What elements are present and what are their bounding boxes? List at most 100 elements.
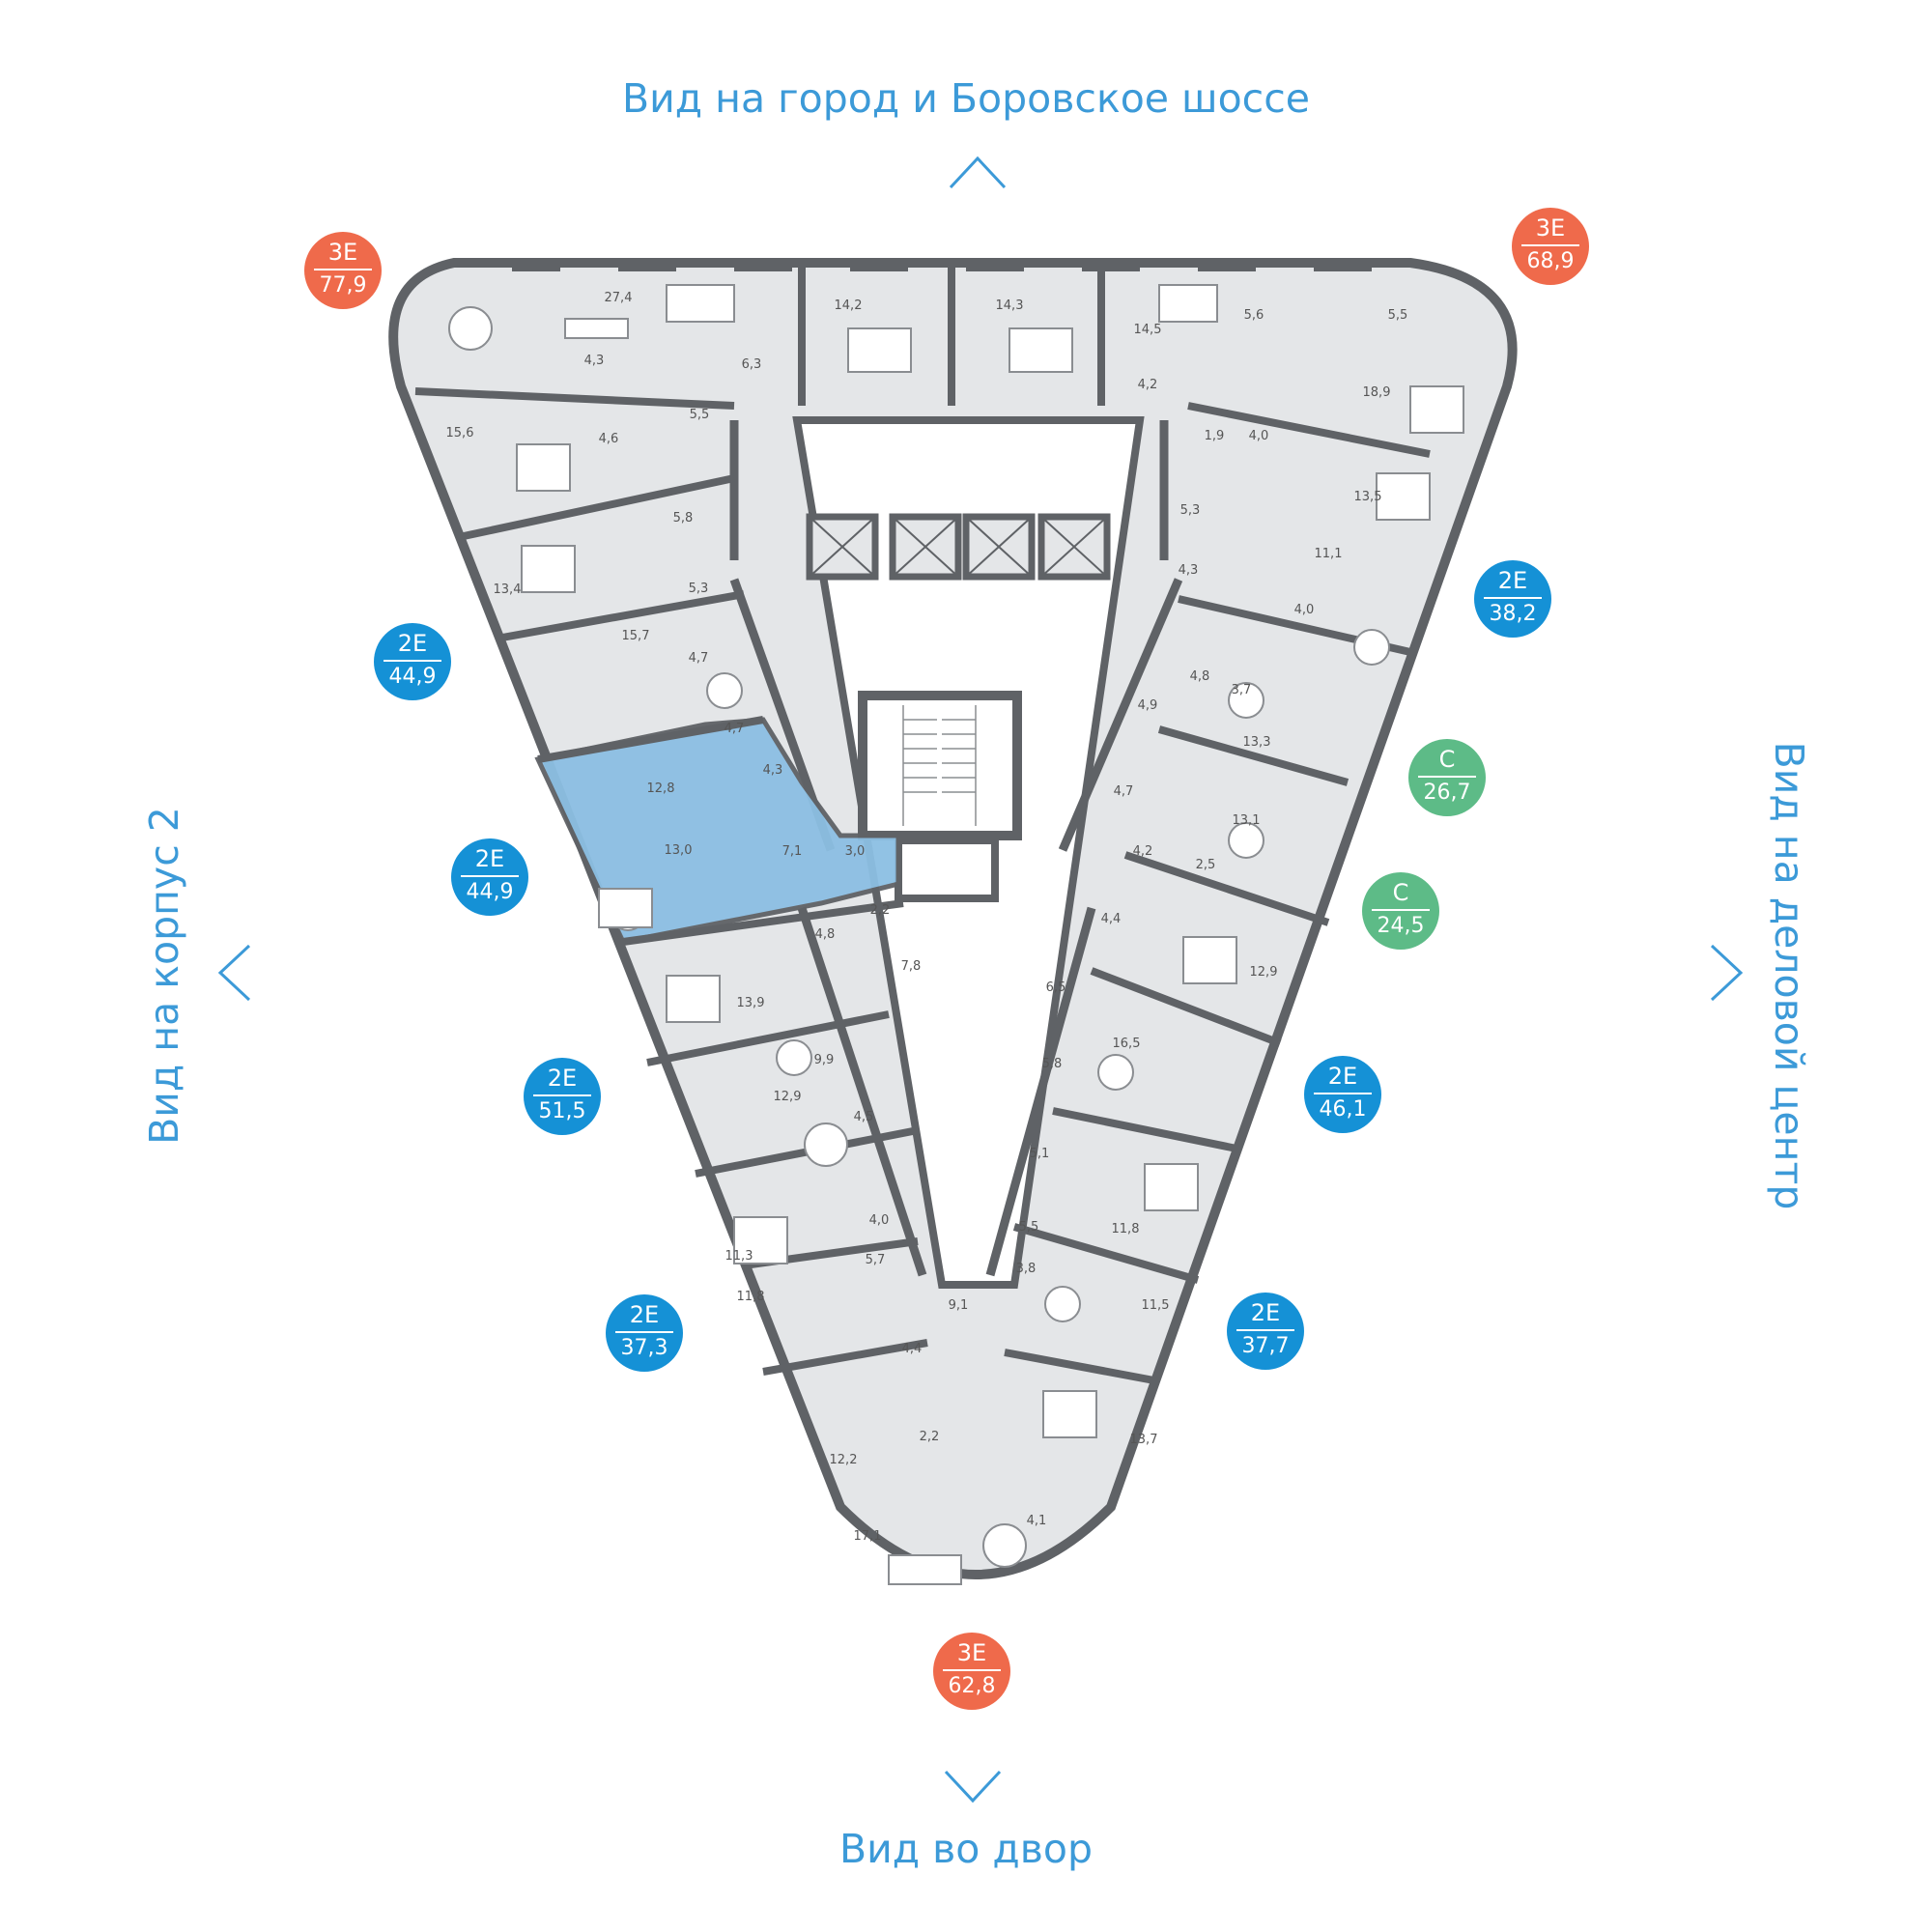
apartment-badge[interactable]: 2E 51,5	[524, 1058, 601, 1135]
room-area-label: 1,9	[1205, 429, 1225, 443]
badge-divider	[461, 875, 519, 877]
room-area-label: 4,7	[689, 651, 709, 666]
badge-divider	[615, 1331, 673, 1333]
room-area-label: 11,5	[1142, 1298, 1170, 1313]
room-area-label: 5,1	[1030, 1147, 1050, 1161]
room-area-label: 5,8	[673, 511, 694, 526]
badge-divider	[384, 660, 441, 662]
apartment-area: 46,1	[1319, 1097, 1367, 1122]
apartment-badge[interactable]: 2E 46,1	[1304, 1056, 1381, 1133]
apartment-area: 51,5	[538, 1099, 586, 1123]
room-area-label: 3,8	[1016, 1262, 1037, 1276]
apartment-type: 2E	[547, 1065, 578, 1092]
badge-divider	[943, 1669, 1001, 1671]
room-area-label: 11,8	[1112, 1222, 1140, 1236]
room-area-label: 12,9	[774, 1090, 802, 1104]
apartment-type: 3E	[1535, 214, 1566, 242]
room-area-label: 2,5	[1196, 858, 1216, 872]
arrow-up-icon[interactable]	[947, 153, 1009, 191]
apartment-badge[interactable]: 3E 77,9	[304, 232, 382, 309]
apartment-area: 44,9	[388, 665, 437, 689]
apartment-type: 2E	[629, 1301, 660, 1328]
room-area-label: 4,2	[1138, 378, 1158, 392]
apartment-badge[interactable]: 3E 68,9	[1512, 208, 1589, 285]
room-area-label: 3,7	[1232, 683, 1252, 697]
apartment-type: 2E	[397, 630, 428, 657]
apartment-type: 2E	[1497, 567, 1528, 594]
room-area-label: 13,9	[737, 996, 765, 1010]
room-area-label: 4,8	[1190, 669, 1210, 684]
badge-divider	[1484, 597, 1542, 599]
room-area-label: 4,4	[902, 1342, 923, 1356]
arrow-down-icon[interactable]	[942, 1768, 1004, 1806]
room-area-label: 14,2	[835, 298, 863, 313]
apartment-area: 37,3	[620, 1336, 668, 1360]
apartment-type: 2E	[474, 845, 505, 872]
stair-core	[858, 691, 1022, 840]
apartment-area: 62,8	[948, 1674, 996, 1698]
room-area-label: 14,5	[1134, 323, 1162, 337]
room-area-label: 9,1	[949, 1298, 969, 1313]
apartment-area: 38,2	[1489, 602, 1537, 626]
room-area-label: 13,5	[1354, 490, 1382, 504]
elevators	[806, 513, 1111, 581]
apartment-area: 26,7	[1423, 781, 1471, 805]
apartment-type: 2E	[1250, 1299, 1281, 1326]
room-area-label: 11,8	[737, 1290, 765, 1304]
room-area-label: 13,3	[1243, 735, 1271, 750]
room-area-label: 13,4	[494, 582, 522, 597]
room-area-label: 11,1	[1315, 547, 1343, 561]
apartment-badge[interactable]: 2E 37,7	[1227, 1293, 1304, 1370]
room-area-label: 2,2	[870, 903, 891, 918]
apartment-type: 3E	[327, 239, 358, 266]
room-area-label: 12,9	[1250, 965, 1278, 980]
apartment-type: 3E	[956, 1639, 987, 1666]
room-area-label: 4,6	[599, 432, 619, 446]
apartment-type: C	[1438, 746, 1456, 773]
badge-divider	[533, 1094, 591, 1096]
apartment-badge[interactable]: 2E 37,3	[606, 1294, 683, 1372]
room-area-label: 13,0	[665, 843, 693, 858]
room-area-label: 4,1	[1027, 1514, 1047, 1528]
room-area-label: 6,5	[1046, 980, 1066, 995]
room-area-label: 4,4	[1101, 912, 1122, 926]
apartment-badge[interactable]: 2E 44,9	[451, 838, 528, 916]
room-area-label: 2,2	[920, 1430, 940, 1444]
badge-divider	[1372, 909, 1430, 911]
room-area-label: 4,7	[724, 722, 745, 736]
apartment-area: 44,9	[466, 880, 514, 904]
apartment-area: 37,7	[1241, 1334, 1290, 1358]
arrow-right-icon[interactable]	[1708, 942, 1747, 1004]
apartment-badge[interactable]: 2E 44,9	[374, 623, 451, 700]
room-area-label: 4,0	[1294, 603, 1315, 617]
room-area-label: 4,3	[584, 354, 605, 368]
room-area-label: 7,8	[901, 959, 922, 974]
service-block	[895, 837, 999, 902]
room-area-label: 5,3	[1180, 503, 1201, 518]
apartment-area: 24,5	[1377, 914, 1425, 938]
room-area-label: 4,0	[869, 1213, 890, 1228]
badge-divider	[1418, 776, 1476, 778]
room-area-label: 4,2	[1133, 844, 1153, 859]
room-area-label: 5,5	[690, 408, 710, 422]
apartment-badge[interactable]: C 24,5	[1362, 872, 1439, 950]
apartment-type: 2E	[1327, 1063, 1358, 1090]
room-area-label: 14,3	[996, 298, 1024, 313]
room-area-label: 13,1	[1233, 813, 1261, 828]
apartment-badge[interactable]: 2E 38,2	[1474, 560, 1551, 638]
room-area-label: 6,3	[742, 357, 762, 372]
room-area-label: 3,0	[845, 844, 866, 859]
room-area-label: 5,8	[1042, 1057, 1063, 1071]
apartment-badge[interactable]: 3E 62,8	[933, 1633, 1010, 1710]
badge-divider	[1236, 1329, 1294, 1331]
room-area-label: 4,9	[1138, 698, 1158, 713]
apartment-badge[interactable]: C 26,7	[1408, 739, 1486, 816]
room-area-label: 15,7	[622, 629, 650, 643]
room-area-label: 5,7	[866, 1253, 886, 1267]
room-area-label: 5,5	[1388, 308, 1408, 323]
arrow-left-icon[interactable]	[214, 942, 253, 1004]
room-area-label: 4,3	[1179, 563, 1199, 578]
room-area-label: 4,8	[815, 927, 836, 942]
badge-divider	[314, 269, 372, 270]
